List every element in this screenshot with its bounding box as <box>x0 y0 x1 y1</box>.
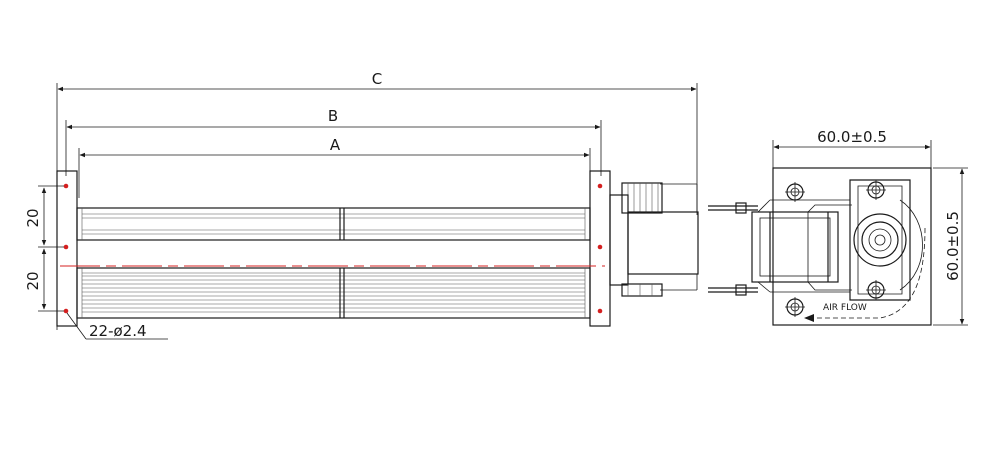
mounting-hole <box>63 183 69 189</box>
dimension-width: 60.0±0.5 <box>772 128 932 170</box>
mounting-hole <box>63 244 69 250</box>
hole-spacing-lower-label: 20 <box>24 271 42 290</box>
side-view: C B A <box>24 70 699 340</box>
air-flow-indicator: AIR FLOW <box>804 227 926 322</box>
lower-housing-impeller <box>76 267 591 319</box>
mounting-hole <box>63 308 69 314</box>
screw <box>866 280 886 300</box>
dimension-c: C <box>56 70 698 330</box>
air-flow-arrow-icon <box>804 314 814 322</box>
mounting-hole <box>597 308 603 314</box>
holes-callout-label: 22-ø2.4 <box>89 322 147 340</box>
end-plate <box>772 167 932 326</box>
dimension-height-label: 60.0±0.5 <box>944 211 962 281</box>
end-view: 60.0±0.5 60.0±0.5 <box>772 128 968 326</box>
holes-callout: 22-ø2.4 <box>66 312 168 340</box>
mounting-holes <box>63 183 603 314</box>
screw <box>785 182 805 202</box>
dimension-height: 60.0±0.5 <box>933 167 968 326</box>
motor-bracket <box>807 179 923 301</box>
motor-hub <box>853 213 907 267</box>
hole-spacing-dimensions: 20 20 <box>24 185 64 312</box>
dimension-b: B <box>65 107 602 176</box>
upper-housing <box>76 207 591 241</box>
screws <box>785 180 886 317</box>
mounting-hole <box>597 244 603 250</box>
air-flow-label: AIR FLOW <box>823 303 867 313</box>
dimension-c-label: C <box>372 70 382 88</box>
screw <box>785 297 805 317</box>
motor <box>609 182 699 297</box>
terminal-connector <box>708 199 850 296</box>
mounting-hole <box>597 183 603 189</box>
dimension-width-label: 60.0±0.5 <box>817 128 887 146</box>
hole-spacing-upper-label: 20 <box>24 208 42 227</box>
dimension-b-label: B <box>328 107 338 125</box>
dimension-a: A <box>78 136 591 198</box>
dimension-a-label: A <box>330 136 341 154</box>
screw <box>866 180 886 200</box>
left-end-plate <box>56 170 78 327</box>
